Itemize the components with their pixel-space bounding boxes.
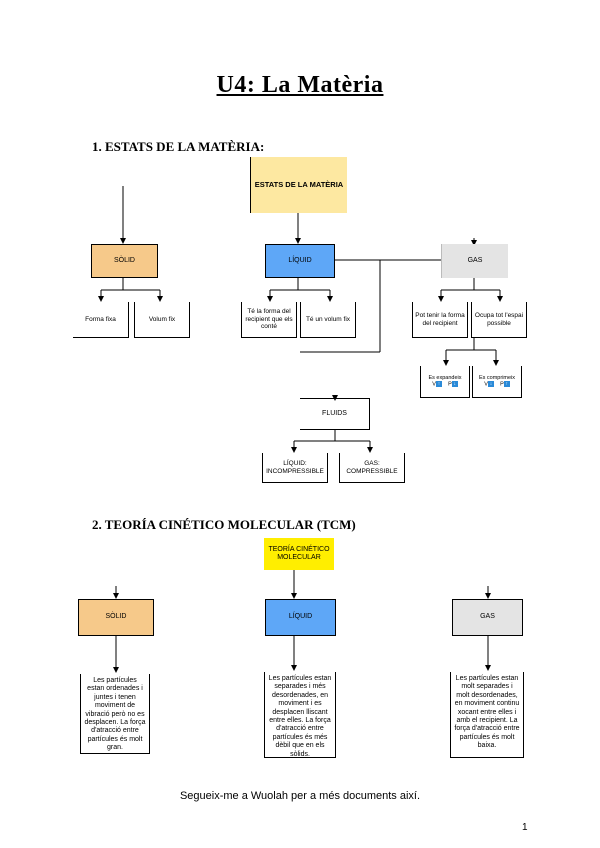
root-tcm: TEORÍA CINÉTICO MOLECULAR (264, 538, 334, 570)
page-title: U4: La Matèria (216, 72, 384, 98)
liquid-prop-2: Té un volum fix (300, 302, 356, 338)
tcm-solid-desc: Les partícules estan ordenades i juntes … (80, 674, 150, 754)
arrow-up-icon: ↑ (435, 381, 442, 388)
gas-prop-2: Ocupa tot l'espai possible (471, 302, 527, 338)
footer-text: Segueix-me a Wuolah per a més documents … (179, 790, 421, 802)
solid-prop-1: Forma fixa (73, 302, 129, 338)
arrow-down-icon: ↓ (451, 381, 458, 388)
page-number: 1 (522, 822, 528, 833)
node-liquid: LÍQUID (265, 244, 335, 278)
gas-expand-indicators: V↑ P↓ (432, 381, 458, 388)
solid-prop-2: Volum fix (134, 302, 190, 338)
gas-compress: Es comprimeix V↓ P↑ (472, 366, 522, 398)
fluid-gas: GAS: COMPRESSIBLE (339, 453, 405, 483)
arrow-down-icon: ↓ (487, 381, 494, 388)
node-fluids: FLUIDS (300, 398, 370, 430)
section2-heading: 2. TEORÍA CINÉTICO MOLECULAR (TCM) (92, 517, 356, 532)
gas-compress-indicators: V↓ P↑ (484, 381, 510, 388)
tcm-node-solid: SÒLID (78, 599, 154, 636)
liquid-prop-1: Té la forma del recipient que els conté (241, 302, 297, 338)
fluid-liquid: LÍQUID: INCOMPRESSIBLE (262, 453, 328, 483)
gas-expand: Es expandeix V↑ P↓ (420, 366, 470, 398)
tcm-liquid-desc: Les partícules estan separades i més des… (264, 672, 336, 758)
gas-expand-label: Es expandeix (428, 374, 462, 381)
tcm-node-liquid: LÍQUID (265, 599, 336, 636)
root-estats: ESTATS DE LA MATÈRIA (250, 157, 347, 213)
gas-compress-label: Es comprimeix (478, 374, 516, 381)
node-gas: GAS (441, 244, 508, 278)
tcm-node-gas: GAS (452, 599, 523, 636)
node-solid: SÒLID (91, 244, 158, 278)
gas-prop-1: Pot tenir la forma del recipient (412, 302, 468, 338)
tcm-gas-desc: Les partícules estan molt separades i mo… (450, 672, 524, 758)
arrow-up-icon: ↑ (503, 381, 510, 388)
section1-heading: 1. ESTATS DE LA MATÈRIA: (92, 139, 265, 154)
